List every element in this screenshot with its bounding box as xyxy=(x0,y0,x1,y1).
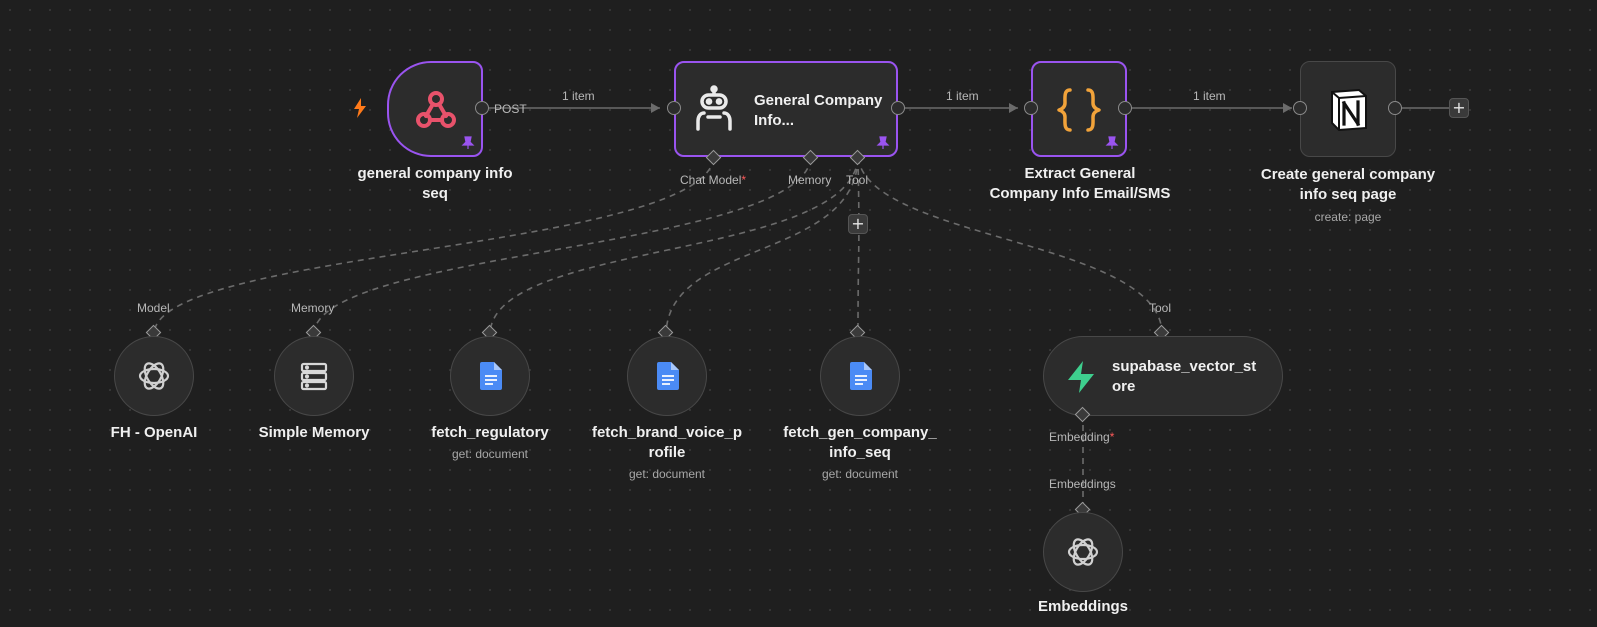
regulatory-subtitle: get: document xyxy=(451,447,529,461)
pin-icon[interactable] xyxy=(461,136,475,155)
add-tool-button[interactable]: + xyxy=(848,214,868,234)
node-notion[interactable] xyxy=(1300,61,1396,157)
edge-tool-supabase[interactable] xyxy=(857,157,1163,334)
node-ai-agent[interactable]: General Company Info... xyxy=(674,61,898,157)
webhook-title: general company info seq xyxy=(357,165,513,202)
webhook-method-label: POST xyxy=(494,102,527,116)
pin-icon[interactable] xyxy=(1105,136,1119,155)
edge-memory-agent[interactable] xyxy=(313,157,812,334)
node-extract[interactable] xyxy=(1031,61,1127,157)
notion-subtitle: create: page xyxy=(1314,210,1382,224)
notion-output-port[interactable] xyxy=(1388,101,1402,115)
add-next-node-button[interactable]: + xyxy=(1449,98,1469,118)
agent-title: General Company Info... xyxy=(754,92,883,129)
extract-input-port[interactable] xyxy=(1024,101,1038,115)
agent-input-port[interactable] xyxy=(667,101,681,115)
embeddings-title: Embeddings xyxy=(1037,598,1128,615)
google-docs-icon xyxy=(656,361,680,391)
regulatory-title: fetch_regulatory xyxy=(431,424,549,441)
supabase-embedding-label: Embedding* xyxy=(1049,430,1115,444)
robot-icon xyxy=(690,85,738,133)
edge-label-webhook-agent: 1 item xyxy=(562,89,595,103)
openai-icon xyxy=(1066,535,1100,569)
node-webhook[interactable] xyxy=(387,61,483,157)
arrow-icon xyxy=(1009,103,1018,113)
node-fetch-regulatory[interactable] xyxy=(450,336,530,416)
node-simple-memory[interactable] xyxy=(274,336,354,416)
google-docs-icon xyxy=(849,361,873,391)
openai-title: FH - OpenAI xyxy=(110,424,198,441)
extract-output-port[interactable] xyxy=(1118,101,1132,115)
notion-icon xyxy=(1327,88,1371,132)
edge-tool-brand[interactable] xyxy=(665,157,859,334)
agent-tool-label: Tool xyxy=(846,173,869,187)
memory-port-label: Memory xyxy=(291,301,335,315)
google-docs-icon xyxy=(479,361,503,391)
agent-output-port[interactable] xyxy=(891,101,905,115)
edge-tool-regulatory[interactable] xyxy=(489,157,859,334)
node-embeddings[interactable] xyxy=(1043,512,1123,592)
agent-memory-label: Memory xyxy=(788,173,832,187)
openai-icon xyxy=(137,359,171,393)
memory-title: Simple Memory xyxy=(258,424,370,441)
node-fetch-gen-company[interactable] xyxy=(820,336,900,416)
notion-input-port[interactable] xyxy=(1293,101,1307,115)
code-braces-icon xyxy=(1055,87,1103,133)
database-icon xyxy=(299,361,329,391)
pin-icon[interactable] xyxy=(876,136,890,155)
arrow-icon xyxy=(651,103,660,113)
edge-label-agent-extract: 1 item xyxy=(946,89,979,103)
embeddings-port-label: Embeddings xyxy=(1049,477,1116,491)
agent-chat-model-label: Chat Model* xyxy=(680,173,747,187)
node-fetch-brand-voice[interactable] xyxy=(627,336,707,416)
supabase-icon xyxy=(1064,359,1098,395)
openai-port-label: Model xyxy=(137,301,170,315)
gen-subtitle: get: document xyxy=(821,467,899,481)
brand-subtitle: get: document xyxy=(628,467,706,481)
lightning-icon xyxy=(353,98,367,123)
webhook-icon xyxy=(412,86,460,134)
arrow-icon xyxy=(1283,103,1292,113)
edge-label-extract-notion: 1 item xyxy=(1193,89,1226,103)
edge-tool-gen[interactable] xyxy=(857,157,860,334)
supabase-port-label: Tool xyxy=(1149,301,1172,315)
gen-title: fetch_gen_company_info_seq xyxy=(783,424,937,461)
node-openai[interactable] xyxy=(114,336,194,416)
webhook-output-port[interactable] xyxy=(475,101,489,115)
